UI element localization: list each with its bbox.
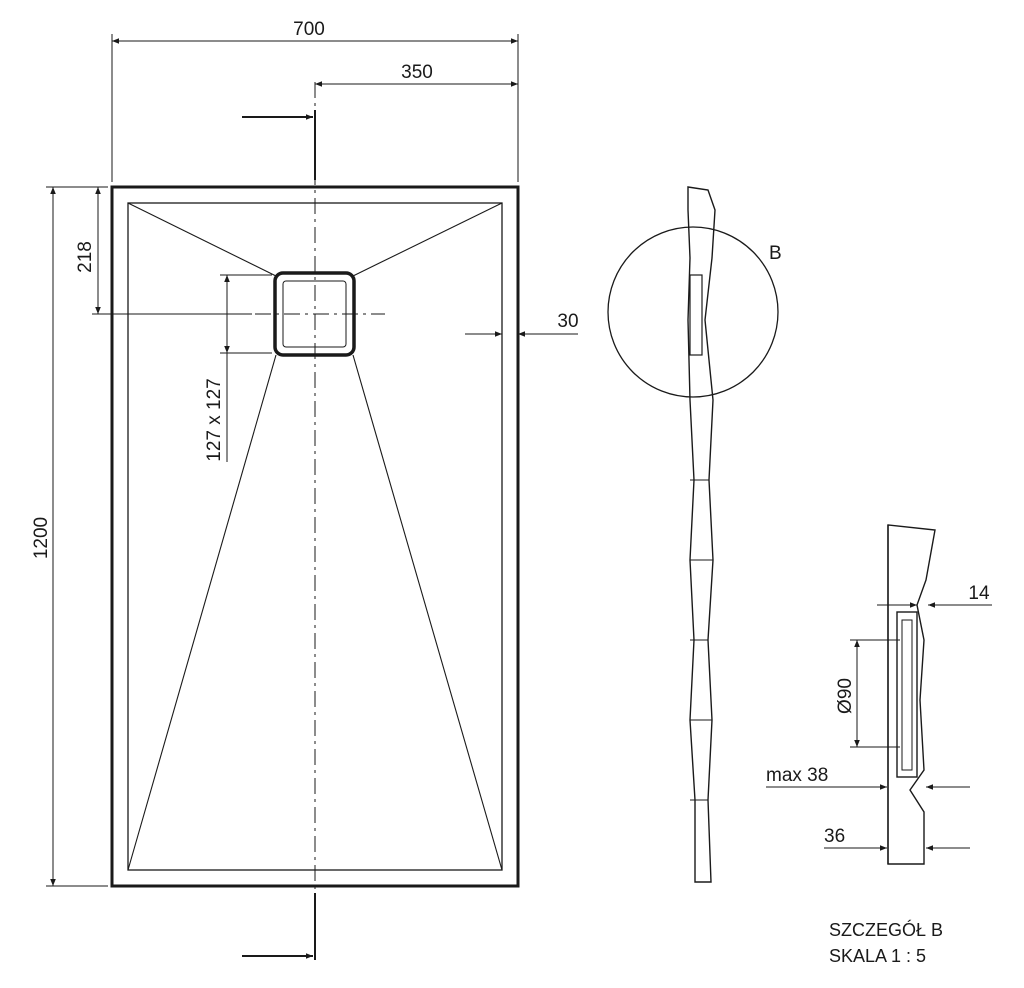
dimension-detail-14: 14 [877, 583, 992, 608]
dimension-detail-36: 36 [824, 826, 970, 851]
dimension-detail-max38: max 38 [766, 765, 970, 790]
detail-b-label: B [769, 243, 782, 264]
section-view: B [607, 186, 782, 883]
section-arrow-top [242, 110, 316, 180]
tray-inner-rim [127, 202, 503, 871]
dimension-90-label: Ø90 [835, 678, 856, 714]
plan-view: 700 350 1200 218 127 x 127 [31, 19, 579, 960]
detail-b-profile [887, 524, 936, 865]
detail-title: SZCZEGÓŁ B [829, 919, 943, 940]
section-profile [687, 186, 716, 883]
dimension-max38-label: max 38 [766, 765, 828, 786]
dimension-1200-label: 1200 [31, 517, 52, 559]
dimension-350-label: 350 [401, 62, 433, 83]
dimension-127x127-label: 127 x 127 [204, 378, 225, 461]
dimension-700-label: 700 [293, 19, 325, 40]
section-arrow-bottom [242, 893, 316, 960]
dimension-36-label: 36 [824, 826, 845, 847]
dimension-30-label: 30 [557, 311, 578, 332]
slope-lines [127, 202, 503, 871]
detail-b-view: 14 Ø90 max 38 36 [766, 524, 992, 865]
dimension-rim-width: 30 [465, 311, 579, 337]
detail-scale: SKALA 1 : 5 [829, 946, 926, 966]
dimension-length-total: 1200 [31, 186, 108, 887]
dimension-218-label: 218 [75, 241, 96, 273]
dimension-14-label: 14 [968, 583, 990, 604]
dimension-drain-size: 127 x 127 [204, 274, 272, 462]
dimension-detail-90: Ø90 [835, 639, 900, 748]
dimension-width-total: 700 [111, 19, 519, 182]
detail-b-circle [607, 226, 779, 398]
dimension-width-half: 350 [315, 62, 518, 87]
